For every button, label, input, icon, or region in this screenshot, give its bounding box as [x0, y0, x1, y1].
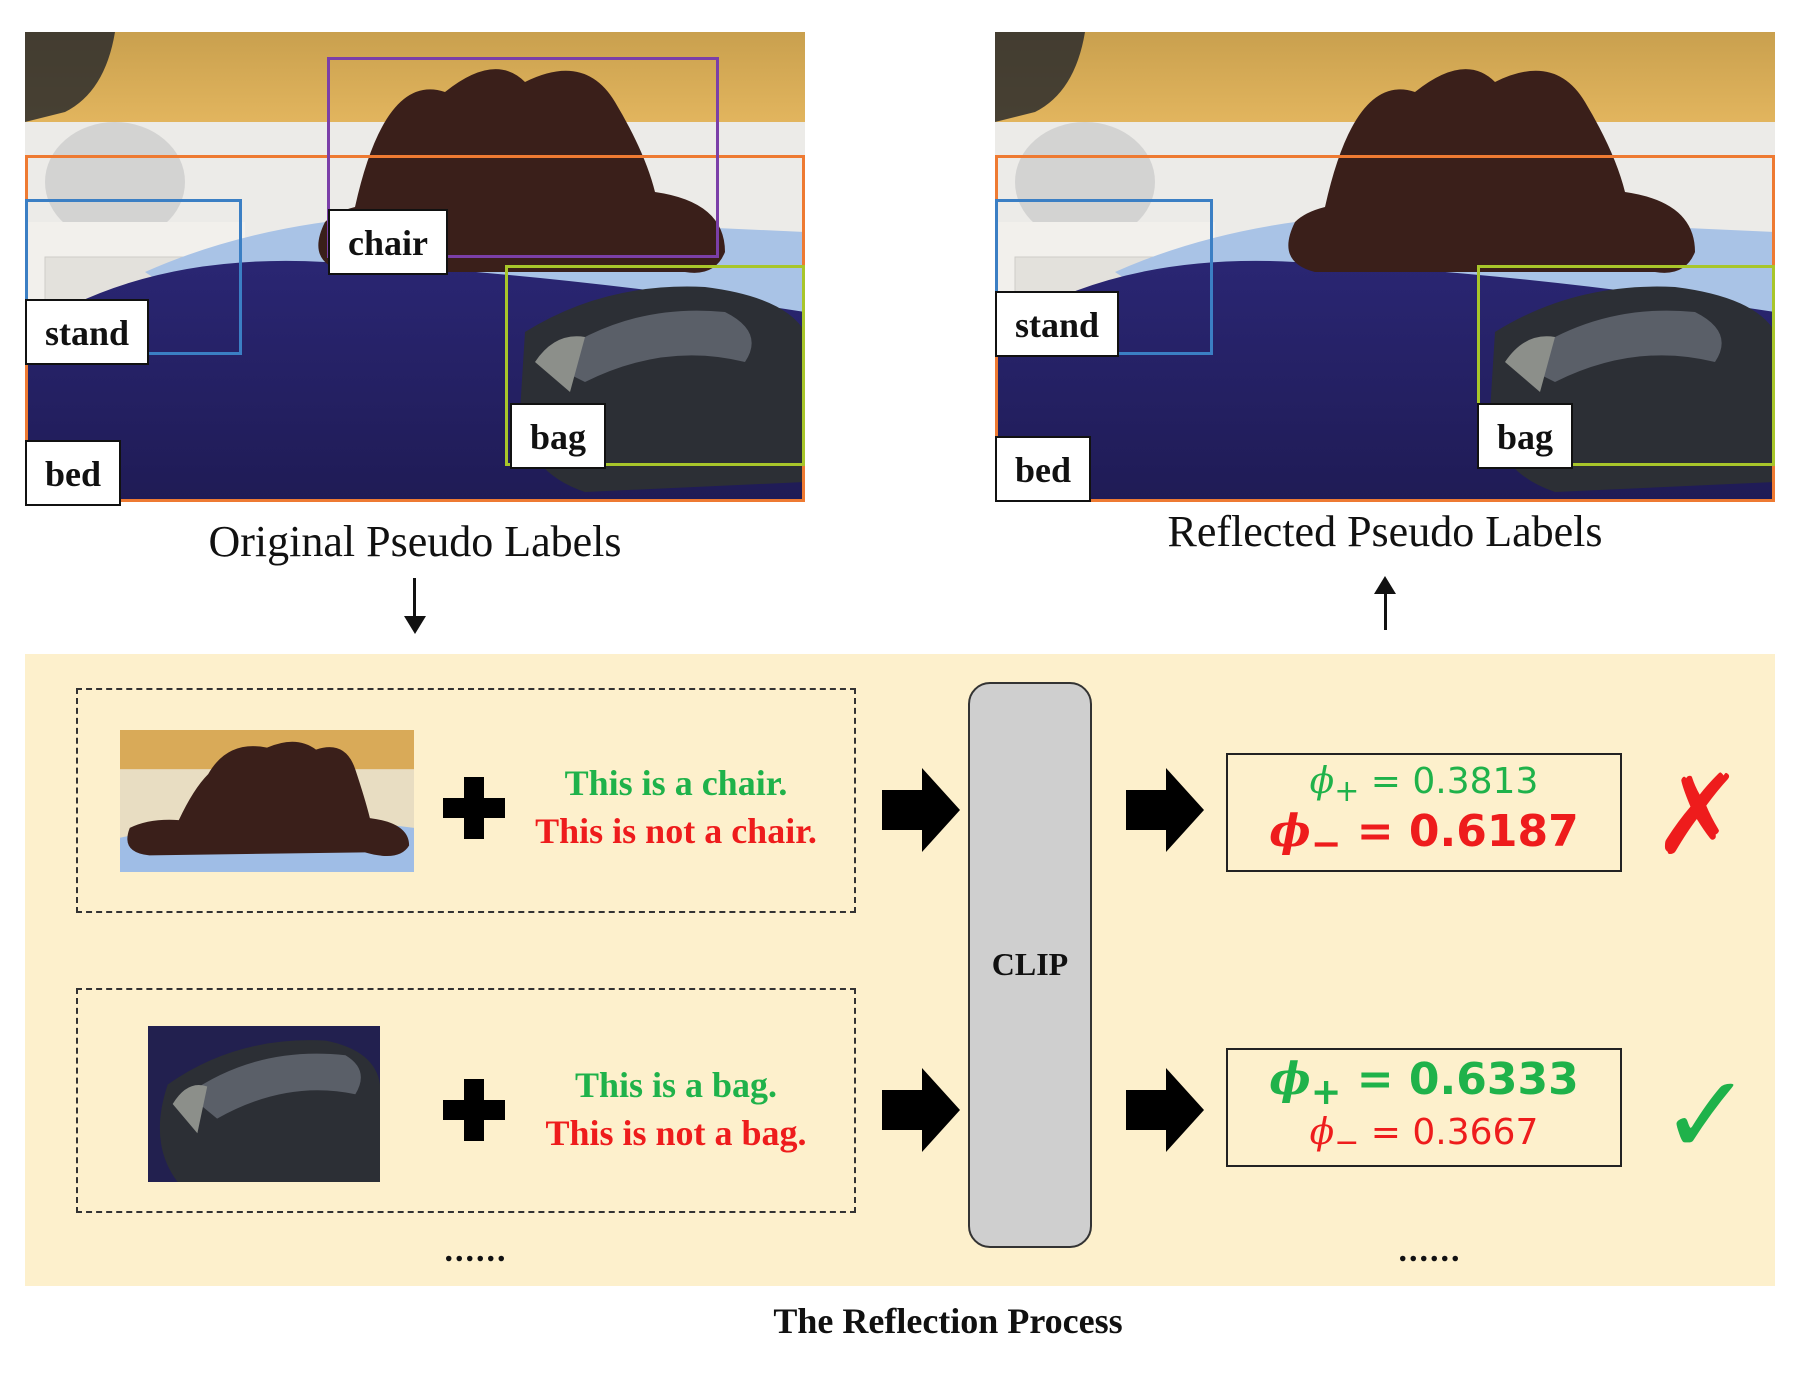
- more-scores-ellipsis: ......: [1398, 1232, 1462, 1269]
- up-arrow-shaft: [1384, 590, 1387, 630]
- stand-label: stand: [995, 291, 1120, 357]
- more-candidates-ellipsis: ......: [444, 1232, 508, 1269]
- bag-crop-image: [148, 1026, 380, 1182]
- plus-subscript: +: [1310, 1069, 1342, 1113]
- bag-bounding-box: [505, 265, 805, 466]
- chair-bounding-box: [327, 57, 719, 258]
- phi-symbol: ϕ: [1269, 806, 1311, 857]
- phi-minus-score: ϕ− = 0.3667: [1310, 1112, 1539, 1160]
- right-arrow-icon: [1126, 1068, 1204, 1152]
- candidate-box-bag: [76, 988, 856, 1213]
- phi-symbol: ϕ: [1309, 761, 1335, 802]
- bed-label: bed: [995, 436, 1092, 502]
- score-box-chair: [1226, 753, 1622, 872]
- bag-label: bag: [1477, 403, 1574, 469]
- negative-prompt: This is not a chair.: [535, 811, 817, 851]
- phi-symbol: ϕ: [1269, 1054, 1311, 1105]
- phi-plus-score: ϕ+ = 0.3813: [1310, 761, 1539, 809]
- original-caption: Original Pseudo Labels: [208, 517, 622, 566]
- cross-icon: ✗: [1652, 751, 1745, 879]
- bed-label: bed: [25, 440, 122, 506]
- minus-subscript: −: [1334, 1125, 1360, 1161]
- bag-bounding-box: [1477, 265, 1775, 466]
- right-arrow-icon: [882, 768, 960, 852]
- plus-icon: [443, 777, 505, 839]
- positive-prompt: This is a bag.: [574, 1065, 778, 1105]
- reflected-caption: Reflected Pseudo Labels: [1167, 507, 1603, 556]
- clip-label: CLIP: [991, 946, 1069, 982]
- chair-label: chair: [328, 209, 448, 275]
- plus-subscript: +: [1334, 774, 1360, 810]
- reflection-title: The Reflection Process: [773, 1301, 1123, 1341]
- positive-prompt: This is a chair.: [564, 763, 788, 803]
- minus-subscript: −: [1310, 821, 1342, 865]
- phi-plus-value: = 0.6333: [1356, 1054, 1579, 1105]
- phi-minus-value: = 0.6187: [1356, 806, 1579, 857]
- negative-prompt: This is not a bag.: [545, 1113, 807, 1153]
- chair-crop-image: [120, 730, 414, 872]
- down-arrow-icon: [404, 616, 426, 634]
- phi-minus-value: = 0.3667: [1370, 1112, 1539, 1153]
- score-box-bag: [1226, 1048, 1622, 1167]
- phi-plus-score: ϕ+ = 0.6333: [1269, 1054, 1578, 1113]
- down-arrow-shaft: [413, 578, 416, 630]
- phi-symbol: ϕ: [1309, 1112, 1335, 1153]
- right-arrow-icon: [1126, 768, 1204, 852]
- check-icon: ✓: [1660, 1051, 1753, 1179]
- right-arrow-icon: [882, 1068, 960, 1152]
- candidate-box-chair: [76, 688, 856, 913]
- plus-icon: [443, 1079, 505, 1141]
- clip-model-block: [968, 682, 1092, 1248]
- stand-label: stand: [25, 299, 150, 365]
- up-arrow-icon: [1374, 576, 1396, 594]
- phi-plus-value: = 0.3813: [1370, 761, 1539, 802]
- phi-minus-score: ϕ− = 0.6187: [1269, 806, 1578, 865]
- bag-label: bag: [510, 403, 607, 469]
